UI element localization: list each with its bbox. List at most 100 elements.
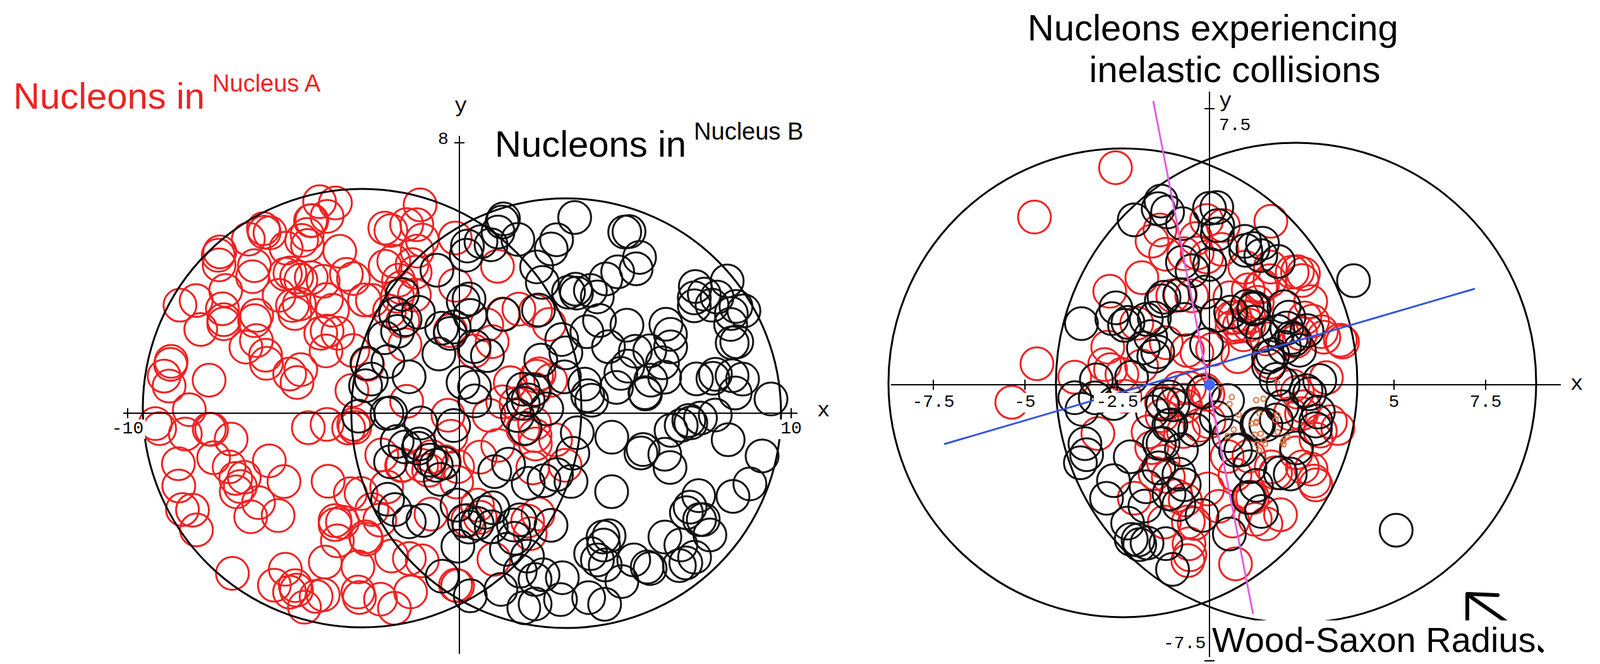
tick-label: -2.5 — [1093, 393, 1140, 413]
nucleus-label: Nucleons in — [11, 75, 207, 117]
nucleon — [580, 280, 614, 314]
nucleon — [619, 252, 653, 286]
nucleon — [368, 211, 402, 245]
nucleon — [1154, 408, 1188, 442]
nucleon-circles-left — [139, 185, 788, 625]
tick-label: 10 — [778, 419, 804, 440]
nucleon — [570, 315, 604, 349]
nucleon — [1146, 387, 1180, 421]
nucleon — [1175, 254, 1209, 288]
nucleon — [1145, 284, 1178, 318]
nucleon — [219, 475, 253, 509]
nucleon — [714, 296, 748, 330]
nucleus-label: Nucleons in — [492, 123, 689, 165]
nucleon — [192, 363, 226, 397]
wood-saxon-outline — [1055, 142, 1537, 624]
nucleon — [381, 315, 414, 349]
nucleon — [1099, 291, 1133, 325]
nucleon — [1200, 190, 1234, 224]
nucleon — [1064, 307, 1098, 340]
nucleon — [688, 278, 722, 311]
tick-label: 8 — [436, 130, 451, 150]
nucleon — [508, 412, 542, 445]
tick-label: 5 — [1387, 393, 1402, 413]
collision-mark — [1230, 427, 1237, 433]
nucleon — [290, 218, 324, 251]
tick — [127, 408, 129, 419]
nucleon — [480, 250, 514, 284]
nucleon — [698, 398, 732, 432]
collision-mark — [1225, 433, 1231, 439]
nucleon — [534, 232, 568, 266]
collision-mark — [1252, 432, 1258, 438]
nucleon — [400, 234, 434, 268]
tick-label: 7.5 — [1217, 116, 1253, 136]
nucleon — [247, 212, 280, 246]
nucleon — [674, 406, 708, 440]
nucleon — [240, 298, 273, 332]
nucleon — [272, 357, 306, 391]
nucleon — [1244, 239, 1278, 273]
collision-mark — [1253, 397, 1259, 403]
nucleon — [1114, 440, 1147, 474]
collision-mark — [1272, 417, 1278, 423]
nucleon — [1125, 261, 1159, 295]
axis-label: y — [452, 94, 469, 119]
tick-label: -7.5 — [909, 393, 957, 413]
axis-label: x — [815, 399, 832, 423]
nucleon — [1018, 200, 1051, 234]
nucleon — [678, 270, 712, 304]
nucleon — [257, 568, 291, 602]
nucleon — [592, 519, 626, 553]
nucleon — [180, 513, 213, 547]
x-axis — [123, 412, 798, 414]
nucleon — [503, 503, 537, 537]
nucleon — [611, 350, 645, 383]
nucleon — [1215, 310, 1249, 344]
nucleon — [1151, 195, 1185, 229]
collision-mark — [1256, 410, 1262, 416]
collision-mark — [1248, 420, 1254, 426]
nucleon — [1114, 523, 1148, 557]
nucleon — [1240, 407, 1274, 441]
nucleon — [1020, 347, 1054, 381]
nucleon — [375, 539, 409, 573]
nucleon — [299, 580, 333, 613]
nucleon — [342, 400, 376, 433]
nucleon — [427, 446, 461, 480]
nucleon — [310, 199, 344, 233]
nucleon — [654, 413, 688, 447]
nucleon — [559, 272, 593, 306]
nucleon — [1152, 477, 1186, 511]
nucleon — [1111, 305, 1145, 339]
nucleon — [648, 360, 682, 394]
nucleon — [458, 370, 491, 404]
x-axis — [890, 384, 1561, 386]
nucleon — [633, 552, 667, 586]
nucleus-name: Nucleus A — [210, 70, 323, 98]
y-axis — [458, 135, 461, 655]
nucleon — [1070, 438, 1104, 472]
nucleon — [1200, 298, 1234, 332]
nucleon — [350, 522, 383, 556]
collision-mark — [1280, 438, 1286, 444]
nucleon — [377, 592, 411, 625]
nucleon — [1146, 427, 1180, 461]
nucleon — [176, 494, 210, 528]
collision-mark — [1275, 412, 1281, 418]
nucleon — [1249, 408, 1283, 442]
nucleon — [524, 343, 558, 377]
nucleon — [649, 307, 683, 341]
collision-mark — [1229, 394, 1235, 400]
nucleon — [451, 504, 485, 538]
nucleon — [595, 475, 629, 509]
nucleon — [420, 254, 454, 287]
nucleon — [1259, 363, 1293, 397]
collision-mark — [1275, 429, 1281, 435]
nucleon — [478, 455, 512, 489]
nucleon — [161, 447, 195, 481]
nucleon — [1246, 269, 1279, 303]
nucleon — [1232, 481, 1266, 515]
collision-mark — [1254, 441, 1261, 447]
